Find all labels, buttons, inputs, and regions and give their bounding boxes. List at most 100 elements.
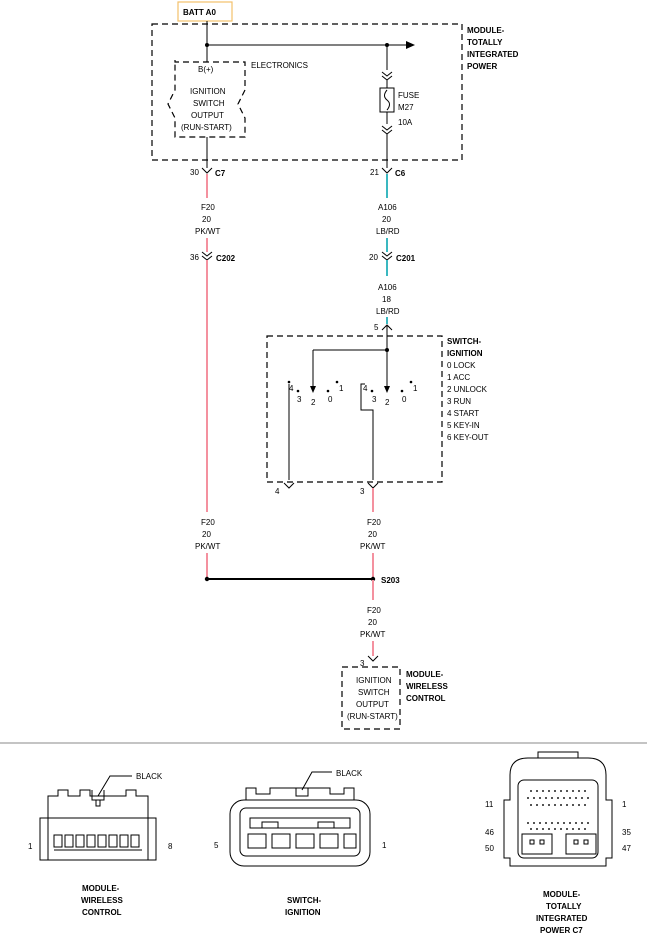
switch-name-0: SWITCH- bbox=[447, 337, 482, 346]
bus-arrow-icon bbox=[406, 41, 415, 49]
pos-label: 4 bbox=[363, 384, 368, 393]
batt-box bbox=[177, 1, 233, 22]
c201-pin: 20 bbox=[369, 253, 378, 262]
pos-label: 4 bbox=[289, 384, 294, 393]
wcm-name-2: CONTROL bbox=[406, 694, 446, 703]
wcm-view-name-2: CONTROL bbox=[82, 908, 122, 917]
contact-dot bbox=[335, 380, 339, 384]
batt-label: BATT A0 bbox=[183, 8, 216, 17]
sw-in-pin: 5 bbox=[374, 323, 379, 332]
f20b-1: 20 bbox=[202, 530, 211, 539]
c7-pin: 30 bbox=[190, 168, 199, 177]
wiper-left-icon bbox=[310, 386, 316, 393]
c201-name: C201 bbox=[396, 254, 416, 263]
wcm-name-1: WIRELESS bbox=[406, 682, 448, 691]
f20a-0: F20 bbox=[201, 203, 215, 212]
tipm-view-pin-left-2: 50 bbox=[485, 844, 494, 853]
sw-out-right-pin: 3 bbox=[360, 487, 365, 496]
a106b-2: LB/RD bbox=[376, 307, 400, 316]
c6-pin: 21 bbox=[370, 168, 379, 177]
switch-view-pin-right: 1 bbox=[382, 841, 387, 850]
f20c-0: F20 bbox=[367, 518, 381, 527]
contact-dot bbox=[400, 389, 404, 393]
tipm-ign-0: IGNITION bbox=[190, 87, 226, 96]
c202-connector-icon bbox=[201, 251, 213, 261]
f20d-1: 20 bbox=[368, 618, 377, 627]
sw-out-left-connector-icon bbox=[283, 482, 295, 489]
f20c-2: PK/WT bbox=[360, 542, 385, 551]
wcm-ign-3: (RUN-START) bbox=[347, 712, 398, 721]
wcm-name-0: MODULE- bbox=[406, 670, 444, 679]
pos-label: 1 bbox=[413, 384, 418, 393]
f20b-2: PK/WT bbox=[195, 542, 220, 551]
wcm-connector-view bbox=[39, 775, 157, 861]
a106a-0: A106 bbox=[378, 203, 397, 212]
tipm-connector-view bbox=[503, 751, 613, 867]
wcm-view-pin-right: 8 bbox=[168, 842, 173, 851]
a106b-1: 18 bbox=[382, 295, 391, 304]
tipm-ign-1: SWITCH bbox=[193, 99, 225, 108]
c7-connector-icon bbox=[201, 167, 213, 174]
electronics-outline bbox=[167, 60, 246, 138]
wcm-view-name-0: MODULE- bbox=[82, 884, 120, 893]
splice-node bbox=[370, 576, 376, 582]
switch-legend-0: 0 LOCK bbox=[447, 361, 476, 370]
f20c-1: 20 bbox=[368, 530, 377, 539]
c201-connector-icon bbox=[381, 251, 393, 261]
tipm-view-pin-left-1: 46 bbox=[485, 828, 494, 837]
tipm-view-pin-left-0: 11 bbox=[485, 800, 494, 809]
f20d-2: PK/WT bbox=[360, 630, 385, 639]
wcm-view-color: BLACK bbox=[136, 772, 163, 781]
f20a-2: PK/WT bbox=[195, 227, 220, 236]
contact-dot bbox=[370, 389, 374, 393]
a106a-1: 20 bbox=[382, 215, 391, 224]
tipm-view-name-2: INTEGRATED bbox=[536, 914, 588, 923]
tipm-name-0: MODULE- bbox=[467, 26, 505, 35]
switch-legend-2: 2 UNLOCK bbox=[447, 385, 488, 394]
sw-out-right-connector-icon bbox=[367, 482, 379, 489]
bplus-label: B(+) bbox=[198, 65, 214, 74]
switch-name-1: IGNITION bbox=[447, 349, 483, 358]
c6-connector-icon bbox=[381, 167, 393, 174]
splice-name: S203 bbox=[381, 576, 400, 585]
wcm-view-name-1: WIRELESS bbox=[81, 896, 123, 905]
tipm-name-2: INTEGRATED bbox=[467, 50, 519, 59]
splice-node bbox=[204, 576, 210, 582]
switch-legend-6: 6 KEY-OUT bbox=[447, 433, 489, 442]
pos-label: 0 bbox=[328, 395, 333, 404]
f20b-0: F20 bbox=[201, 518, 215, 527]
tipm-view-pin-right-1: 35 bbox=[622, 828, 631, 837]
fuse-label-2: 10A bbox=[398, 118, 413, 127]
switch-view-name-0: SWITCH- bbox=[287, 896, 322, 905]
wcm-connector-icon bbox=[367, 655, 379, 662]
electronics-label: ELECTRONICS bbox=[251, 61, 308, 70]
switch-view-pin-left: 5 bbox=[214, 841, 219, 850]
tipm-name-3: POWER bbox=[467, 62, 497, 71]
wcm-ign-2: OUTPUT bbox=[356, 700, 389, 709]
c202-pin: 36 bbox=[190, 253, 199, 262]
contact-dot bbox=[409, 380, 413, 384]
wiper-right-icon bbox=[384, 386, 390, 393]
f20a-1: 20 bbox=[202, 215, 211, 224]
fuse-element-icon bbox=[384, 89, 390, 111]
tipm-view-pin-right-2: 47 bbox=[622, 844, 631, 853]
switch-view-name-1: IGNITION bbox=[285, 908, 321, 917]
pos-label: 2 bbox=[311, 398, 316, 407]
tipm-name-1: TOTALLY bbox=[467, 38, 503, 47]
tipm-outline bbox=[151, 23, 463, 161]
wcm-view-pin-left: 1 bbox=[28, 842, 33, 851]
tipm-view-name-0: MODULE- bbox=[543, 890, 581, 899]
switch-legend-3: 3 RUN bbox=[447, 397, 471, 406]
switch-view-color: BLACK bbox=[336, 769, 363, 778]
a106a-2: LB/RD bbox=[376, 227, 400, 236]
tipm-ign-3: (RUN-START) bbox=[181, 123, 232, 132]
switch-legend-1: 1 ACC bbox=[447, 373, 470, 382]
pos-label: 3 bbox=[297, 395, 302, 404]
fuse-connector-top-icon bbox=[381, 71, 393, 81]
pos-label: 1 bbox=[339, 384, 344, 393]
switch-legend-4: 4 START bbox=[447, 409, 479, 418]
c202-name: C202 bbox=[216, 254, 236, 263]
pos-label: 0 bbox=[402, 395, 407, 404]
wcm-ign-0: IGNITION bbox=[356, 676, 392, 685]
